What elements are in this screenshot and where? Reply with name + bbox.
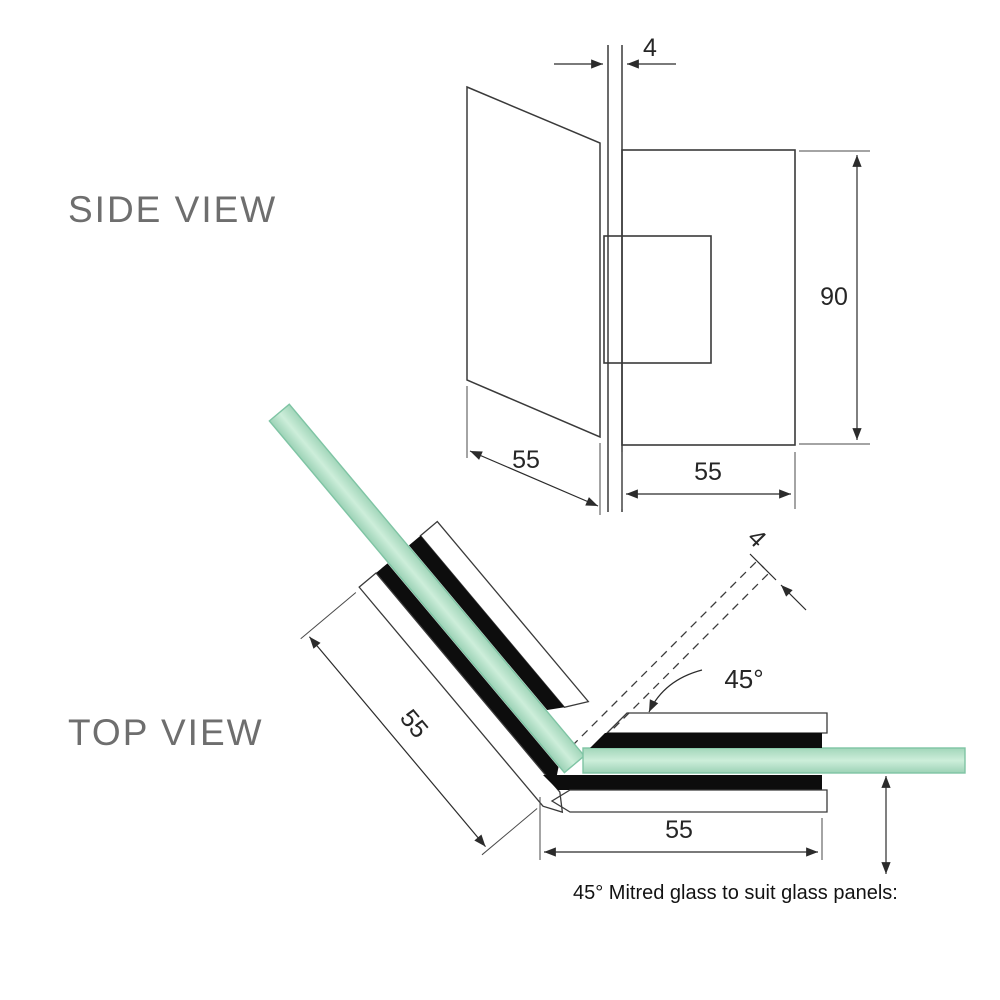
- dim-height-value: 90: [820, 283, 848, 311]
- top-view-label: TOP VIEW: [68, 712, 264, 753]
- horizontal-glass-panel: [582, 747, 966, 774]
- dim-glass-thickness-value: 4: [643, 34, 657, 62]
- dim-glass-width-value: 55: [512, 446, 540, 474]
- side-view-label: SIDE VIEW: [68, 189, 277, 230]
- mitred-glass-note: 45° Mitred glass to suit glass panels:: [573, 882, 898, 904]
- gap-leader-arrow: [780, 584, 807, 611]
- horizontal-clamp-plate-bottom: [550, 789, 828, 813]
- gap-tick-mark-2: [761, 565, 777, 581]
- horizontal-gasket-bottom: [543, 775, 822, 790]
- diagonal-glass-panel: [268, 403, 586, 774]
- extension-line: [481, 808, 538, 856]
- miter-gap-dashed-line-2: [583, 572, 770, 759]
- gap-tick-mark-1: [749, 553, 765, 569]
- hinge-plate-side: [621, 149, 796, 446]
- dim-bottom-width: 55: [539, 797, 823, 860]
- dim-plate-width-value: 55: [694, 458, 722, 486]
- dimension-line: [308, 636, 486, 847]
- horizontal-clamp-plate-top: [605, 712, 828, 734]
- diagonal-gasket-top: [408, 535, 565, 711]
- side-glass-panel: [466, 85, 601, 439]
- diagonal-clamp-plate-bottom: [358, 572, 564, 814]
- dim-gap-value: 4: [742, 524, 772, 554]
- side-view: SIDE VIEW 4 90 55: [68, 34, 870, 515]
- dim-angle: 45°: [648, 664, 764, 713]
- dim-glass-width: 55: [466, 386, 601, 515]
- dim-bottom-width-value: 55: [665, 816, 693, 844]
- dim-hinge-width-value: 55: [394, 704, 433, 743]
- dim-plate-width: 55: [621, 452, 796, 509]
- dim-angle-value: 45°: [724, 664, 763, 694]
- miter-gap-dashed-line-1: [571, 560, 758, 747]
- extension-line: [300, 592, 357, 640]
- angle-arc-arrow: [648, 669, 703, 713]
- dim-height: 90: [799, 150, 870, 445]
- horizontal-panel-assembly: [543, 712, 966, 813]
- dim-glass-thickness: 4: [554, 34, 676, 69]
- dimension-line: [469, 450, 599, 507]
- hinge-clamp-block: [603, 235, 712, 364]
- diagonal-panel-assembly: 55: [268, 403, 590, 856]
- horizontal-gasket-top: [590, 733, 822, 748]
